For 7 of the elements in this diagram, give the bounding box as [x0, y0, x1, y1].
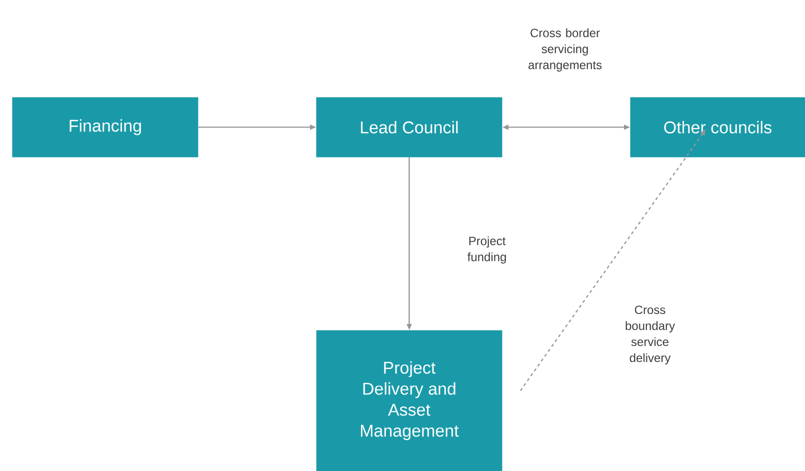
edge-label: Project funding [456, 235, 518, 265]
process-box: Project Delivery and Asset Management [316, 330, 502, 471]
process-box: Lead Council [316, 97, 502, 158]
edge-label: Cross boundary service delivery [613, 304, 687, 366]
process-box: Other councils [630, 97, 805, 158]
edge-label: Cross border servicing arrangements [516, 27, 614, 73]
process-box: Financing [12, 97, 198, 158]
